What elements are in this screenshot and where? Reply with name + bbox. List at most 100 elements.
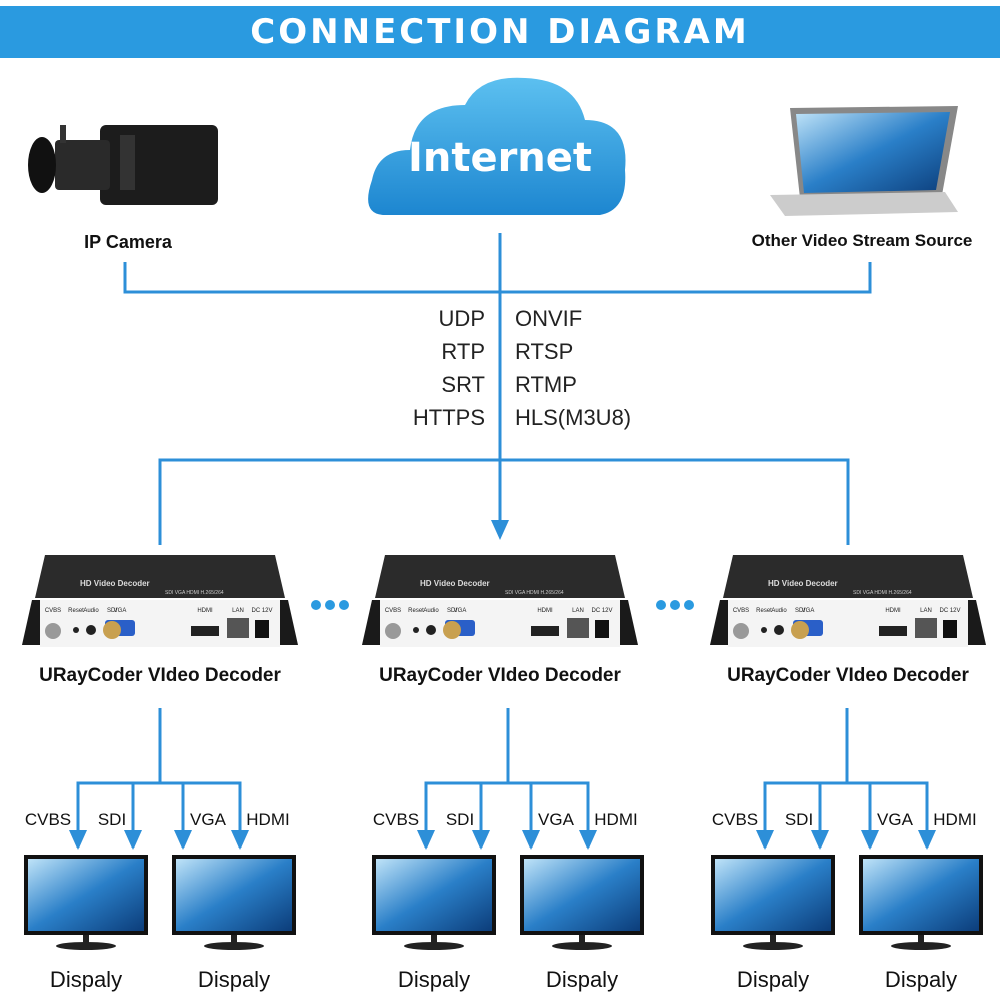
down-arrow-icon: [231, 830, 249, 850]
decoder-panel-subtitle: SDI VGA HDMI H.265/264: [165, 590, 224, 596]
output-label-hdmi: HDMI: [933, 810, 977, 829]
output-label-sdi: SDI: [445, 810, 475, 829]
other-source-label: Other Video Stream Source: [751, 231, 973, 250]
display-base: [56, 942, 116, 950]
protocol-srt: SRT: [441, 372, 485, 397]
output-label-sdi: SDI: [97, 810, 127, 829]
down-arrow-icon: [522, 830, 540, 850]
diagram-title: CONNECTION DIAGRAM: [0, 6, 1000, 58]
display-screen: [863, 859, 979, 931]
down-arrow-icon: [579, 830, 597, 850]
cloud-icon: [368, 77, 626, 216]
port-label: SDI: [795, 608, 805, 614]
output-label-vga: VGA: [538, 810, 574, 829]
display-screen: [524, 859, 640, 931]
display-stand: [770, 935, 776, 943]
more-decoders-dot: [656, 600, 666, 610]
port-label: DC 12V: [591, 608, 612, 614]
display-label: Dispaly: [736, 967, 810, 992]
display-screen: [28, 859, 144, 931]
cvbs-port-icon: [385, 623, 401, 639]
display-screen: [715, 859, 831, 931]
ip-camera-icon: [28, 125, 218, 205]
decoder-panel-subtitle: SDI VGA HDMI H.265/264: [853, 590, 912, 596]
output-label-hdmi: HDMI: [594, 810, 638, 829]
audio-port-icon: [86, 625, 96, 635]
protocol-onvif: ONVIF: [515, 306, 583, 331]
dc-port-icon: [255, 620, 269, 638]
internet-label: Internet: [407, 135, 593, 181]
down-arrow-icon: [472, 830, 490, 850]
decoder-label: URayCoder VIdeo Decoder: [39, 665, 281, 686]
output-label-vga: VGA: [190, 810, 226, 829]
lan-port-icon: [915, 618, 937, 638]
dc-port-icon: [943, 620, 957, 638]
port-label: Audio: [423, 608, 439, 614]
port-label: LAN: [232, 608, 244, 614]
port-label: CVBS: [733, 608, 749, 614]
protocol-udp: UDP: [438, 306, 485, 331]
display-label: Dispaly: [197, 967, 271, 992]
cvbs-port-icon: [733, 623, 749, 639]
port-label: CVBS: [385, 608, 401, 614]
output-label-cvbs: CVBS: [711, 810, 759, 829]
port-label: Audio: [83, 608, 99, 614]
display-stand: [231, 935, 237, 943]
display-stand: [918, 935, 924, 943]
decoder-panel-title: HD Video Decoder: [768, 579, 838, 588]
port-label: DC 12V: [251, 608, 272, 614]
port-label: VGA: [114, 608, 127, 614]
decoder-bus-line: [158, 458, 850, 545]
display-label: Dispaly: [545, 967, 619, 992]
port-label: LAN: [572, 608, 584, 614]
reset-button-icon: [73, 627, 79, 633]
more-decoders-dot: [311, 600, 321, 610]
down-arrow-icon: [861, 830, 879, 850]
down-arrow-icon: [69, 830, 87, 850]
hdmi-port-icon: [879, 626, 907, 636]
decoder-panel-title: HD Video Decoder: [420, 579, 490, 588]
reset-button-icon: [761, 627, 767, 633]
more-decoders-dot: [670, 600, 680, 610]
down-arrow-icon: [756, 830, 774, 850]
display-label: Dispaly: [884, 967, 958, 992]
decoder-device: [35, 555, 285, 598]
down-arrow-icon: [491, 520, 509, 540]
protocols-right: ONVIF RTSP RTMP HLS(M3U8): [515, 302, 631, 434]
sdi-port-icon: [791, 621, 809, 639]
sdi-port-icon: [443, 621, 461, 639]
dc-port-icon: [595, 620, 609, 638]
port-label: VGA: [454, 608, 467, 614]
port-label: DC 12V: [939, 608, 960, 614]
protocol-https: HTTPS: [412, 405, 485, 430]
display-stand: [431, 935, 437, 943]
display-screen: [176, 859, 292, 931]
port-label: SDI: [447, 608, 457, 614]
cvbs-port-icon: [45, 623, 61, 639]
output-label-hdmi: HDMI: [246, 810, 290, 829]
down-arrow-icon: [918, 830, 936, 850]
protocol-rtp: RTP: [441, 339, 485, 364]
decoder-device: [723, 555, 973, 598]
display-base: [891, 942, 951, 950]
down-arrow-icon: [174, 830, 192, 850]
hdmi-port-icon: [531, 626, 559, 636]
more-decoders-dot: [339, 600, 349, 610]
port-label: HDMI: [885, 608, 901, 614]
port-label: LAN: [920, 608, 932, 614]
output-bus-line: [76, 781, 242, 848]
more-decoders-dot: [684, 600, 694, 610]
down-arrow-icon: [417, 830, 435, 850]
protocols-left: UDP RTP SRT HTTPS: [413, 302, 485, 434]
source-bus-line: [123, 262, 872, 294]
output-bus-line: [763, 781, 929, 848]
display-label: Dispaly: [397, 967, 471, 992]
decoder-panel-subtitle: SDI VGA HDMI H.265/264: [505, 590, 564, 596]
display-stand: [83, 935, 89, 943]
port-label: SDI: [107, 608, 117, 614]
down-arrow-icon: [811, 830, 829, 850]
audio-port-icon: [774, 625, 784, 635]
decoder-label: URayCoder VIdeo Decoder: [727, 665, 969, 686]
